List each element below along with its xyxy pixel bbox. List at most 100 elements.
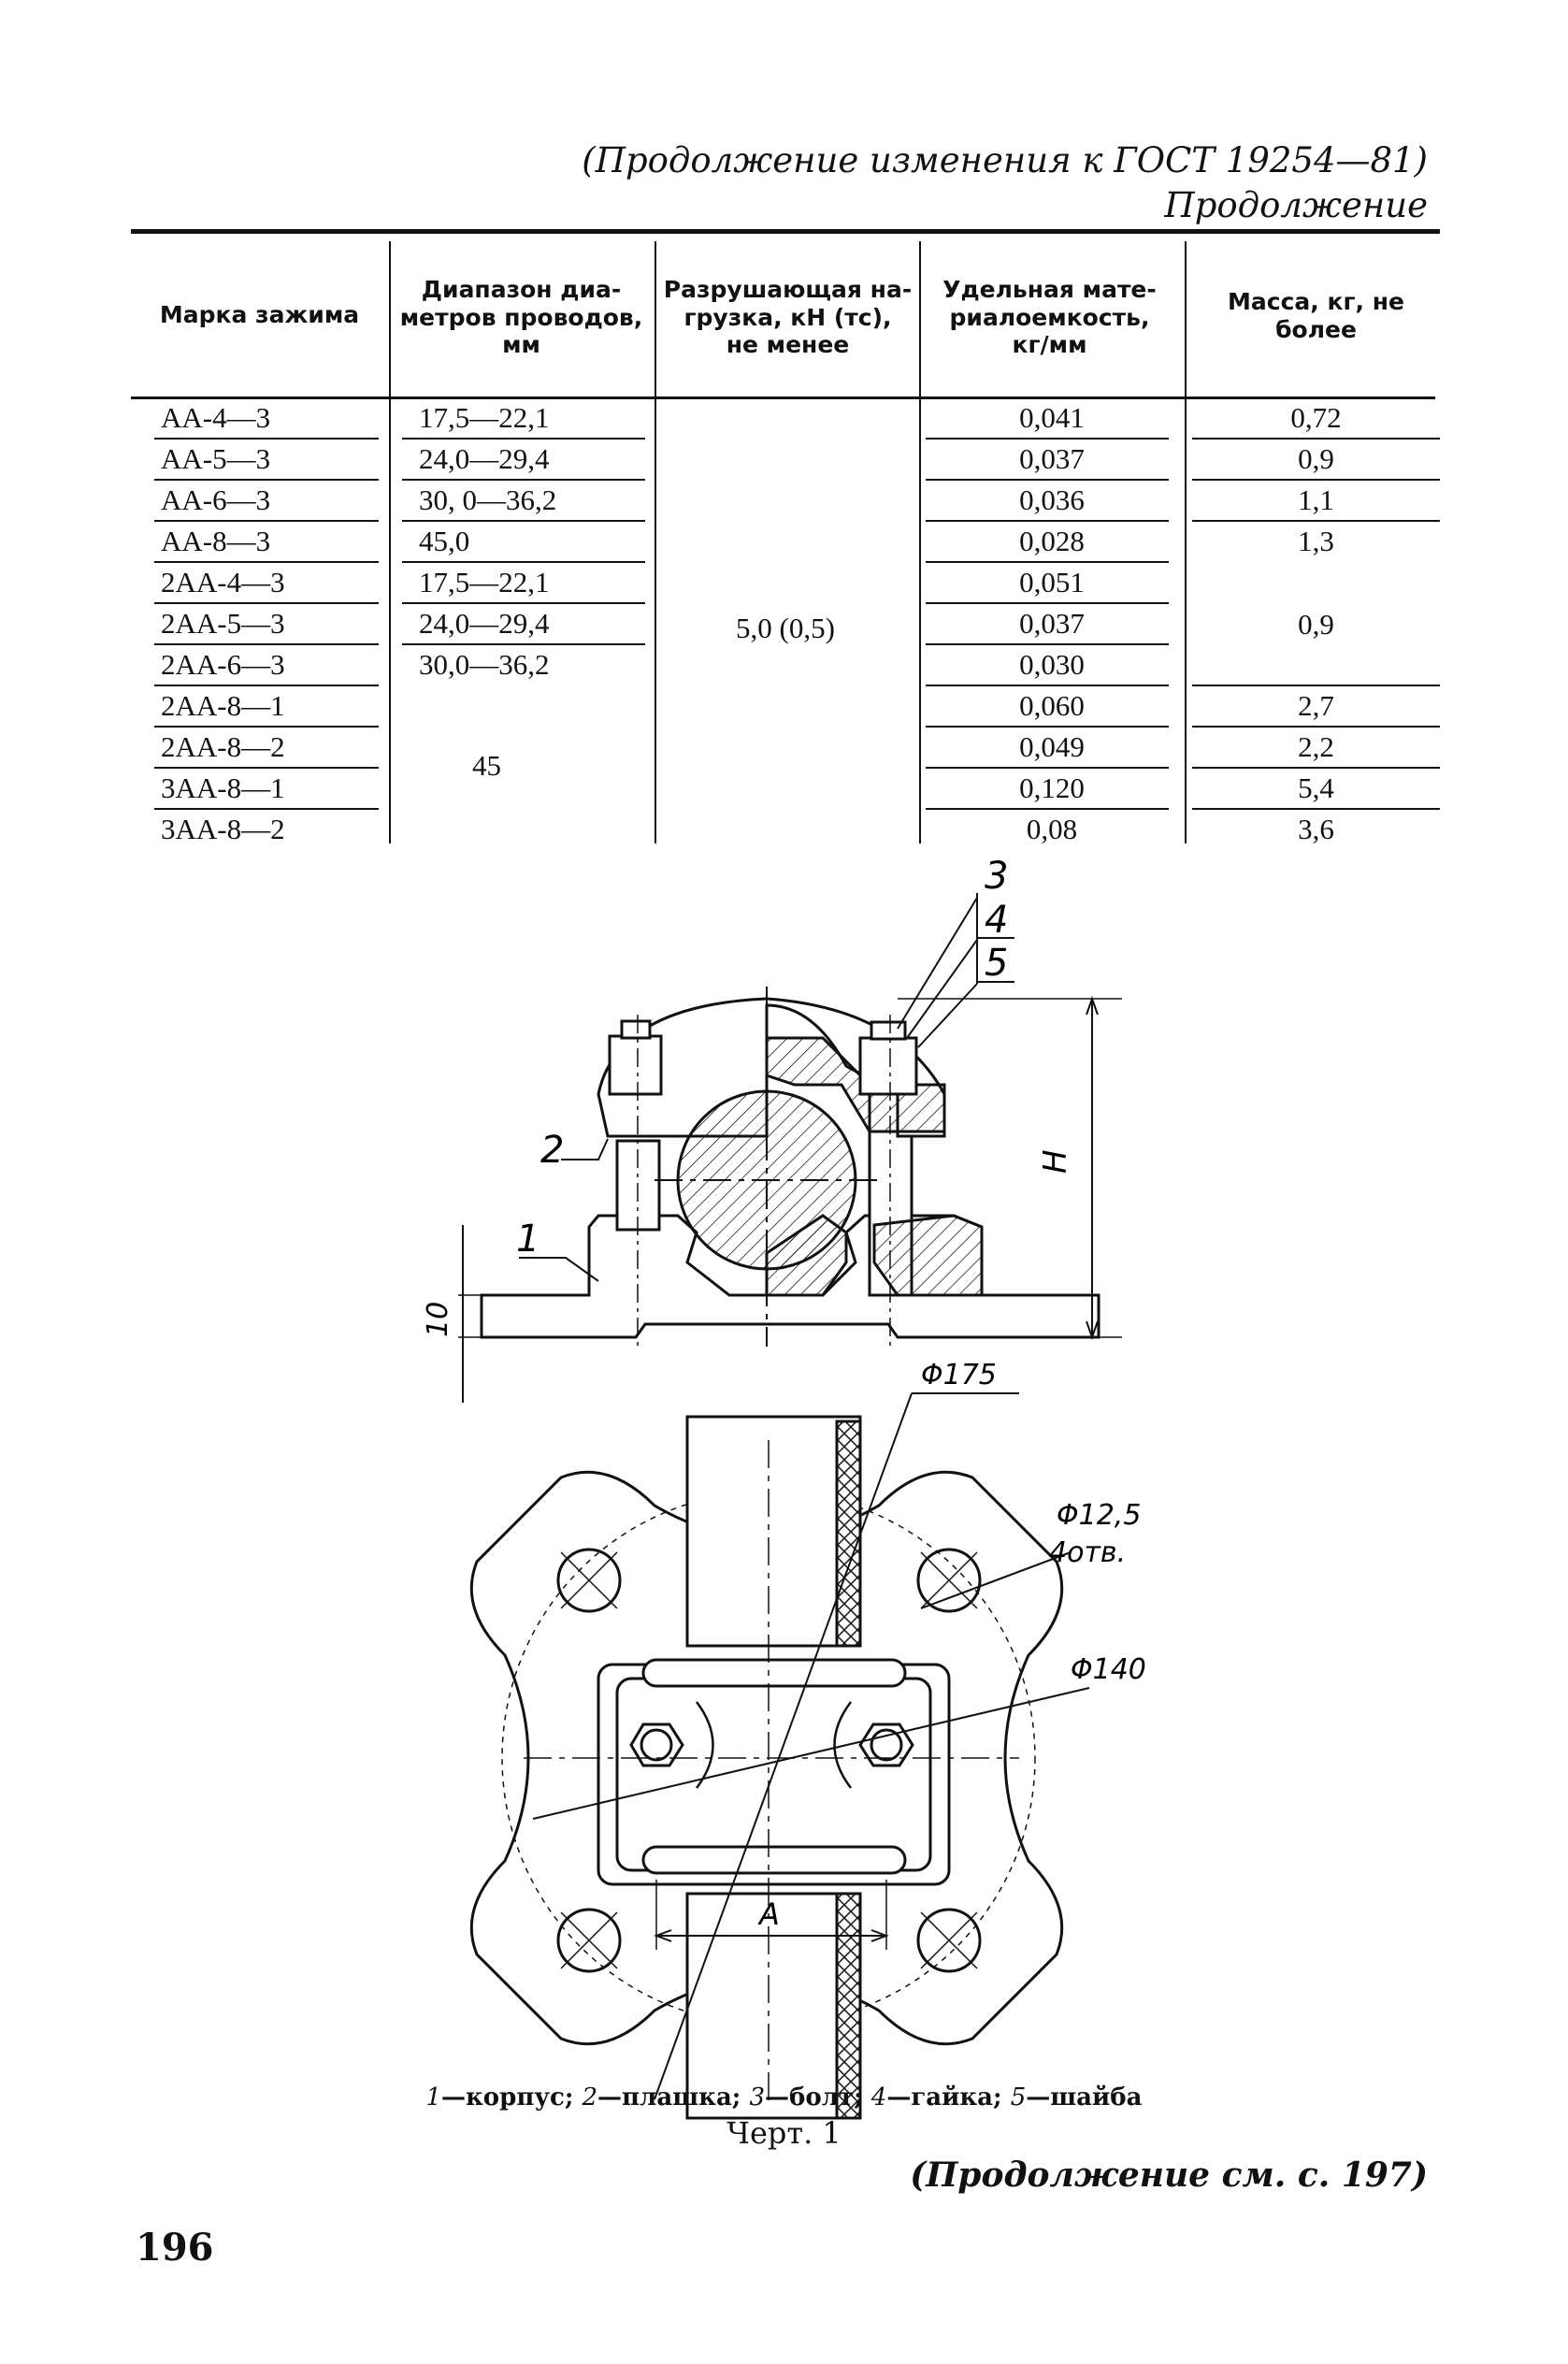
continuation-label: Продолжение (1164, 185, 1428, 225)
figure-legend: 1—корпус; 2—плашка; 3—болт; 4—гайка; 5—ш… (0, 2083, 1568, 2112)
header-divider (1185, 241, 1187, 398)
legend-text: —шайба (1026, 2083, 1143, 2112)
cell-diameter-range: 30,0—36,2 (419, 648, 550, 681)
row-rule-mass (1192, 726, 1440, 728)
row-rule-mark (154, 685, 379, 686)
legend-index: 4 (870, 2083, 887, 2112)
legend-index: 1 (425, 2083, 442, 2112)
merged-breaking-load: 5,0 (0,5) (736, 612, 835, 644)
cell-material-intensity: 0,028 (1019, 525, 1085, 557)
row-rule-material (926, 643, 1169, 645)
cell-mass: 0,72 (1290, 401, 1342, 434)
continuation-title: (Продолжение изменения к ГОСТ 19254—81) (582, 140, 1428, 180)
row-rule-mass (1192, 808, 1440, 810)
body-divider (919, 396, 921, 843)
row-rule-material (926, 767, 1169, 769)
cell-mark: АА-4—3 (161, 401, 271, 434)
row-rule-material (926, 438, 1169, 440)
row-rule-mark (154, 808, 379, 810)
header-divider (655, 241, 656, 398)
column-header-material-intensity: Удельная мате- риалоемкость, кг/мм (942, 276, 1157, 358)
cell-material-intensity: 0,037 (1019, 607, 1085, 640)
row-rule-material (926, 602, 1169, 604)
cell-material-intensity: 0,060 (1019, 689, 1085, 722)
footer-continuation: (Продолжение см. с. 197) (910, 2155, 1428, 2195)
callout-part4: 4 (985, 899, 1008, 942)
merged-range-45: 45 (472, 749, 501, 782)
body-divider (655, 396, 656, 843)
callout-part5: 5 (985, 942, 1008, 985)
dimension-height-label: H (1037, 1149, 1074, 1174)
row-rule-mass (1192, 479, 1440, 481)
cell-mass: 3,6 (1298, 813, 1334, 845)
plan-view (469, 1392, 1090, 2120)
cell-diameter-range: 30, 0—36,2 (419, 483, 557, 516)
cell-mass: 1,3 (1298, 525, 1334, 557)
row-rule-mark (154, 479, 379, 481)
cell-mark: 3АА-8—1 (161, 771, 285, 804)
figure-caption: Черт. 1 (726, 2115, 842, 2151)
merged-mass-rows-5-7: 0,9 (1298, 608, 1334, 641)
callout-diameter-outer: Φ175 (921, 1359, 997, 1391)
cell-mark: 2АА-4—3 (161, 566, 285, 598)
callout-diameter-bolt-circle: Φ140 (1071, 1653, 1146, 1686)
row-rule-material (926, 808, 1169, 810)
row-rule-mark (154, 561, 379, 563)
body-divider (1185, 396, 1187, 843)
cell-material-intensity: 0,120 (1019, 771, 1085, 804)
column-header-mark: Марка зажима (159, 301, 360, 328)
callout-diameter-hole: Φ12,5 (1057, 1499, 1141, 1532)
row-rule-mass (1192, 767, 1440, 769)
row-rule-range (402, 520, 645, 522)
row-rule-range (402, 602, 645, 604)
callout-part1: 1 (516, 1218, 539, 1261)
dimension-base-label: 10 (422, 1302, 454, 1337)
row-rule-mass (1192, 520, 1440, 522)
row-rule-mark (154, 643, 379, 645)
callout-holes-count: 4отв. (1049, 1536, 1126, 1569)
legend-index: 3 (749, 2083, 766, 2112)
row-rule-range (402, 643, 645, 645)
cell-diameter-range: 24,0—29,4 (419, 442, 550, 475)
column-header-breaking-load: Разрушающая на- грузка, кН (тс), не мене… (663, 276, 913, 358)
legend-text: —корпус; (441, 2083, 583, 2112)
row-rule-mass (1192, 438, 1440, 440)
cell-diameter-range: 17,5—22,1 (419, 401, 550, 434)
cell-diameter-range: 17,5—22,1 (419, 566, 550, 598)
data-table: Марка зажима Диапазон диа- метров провод… (0, 0, 1568, 860)
row-rule-range (402, 438, 645, 440)
row-rule-range (402, 479, 645, 481)
row-rule-material (926, 561, 1169, 563)
body-divider (389, 396, 391, 843)
legend-index: 5 (1010, 2083, 1027, 2112)
cell-mark: 2АА-8—2 (161, 730, 285, 763)
cell-diameter-range: 24,0—29,4 (419, 607, 550, 640)
cell-mark: АА-6—3 (161, 483, 271, 516)
side-view (458, 893, 1122, 1403)
row-rule-mark (154, 438, 379, 440)
row-rule-mark (154, 602, 379, 604)
page-number: 196 (136, 2226, 214, 2270)
cell-material-intensity: 0,08 (1026, 813, 1078, 845)
row-rule-mark (154, 520, 379, 522)
legend-text: —болт; (765, 2083, 871, 2112)
cell-material-intensity: 0,030 (1019, 648, 1085, 681)
row-rule-material (926, 685, 1169, 686)
legend-text: —плашка; (597, 2083, 750, 2112)
row-rule-mark (154, 726, 379, 728)
cell-mark: АА-5—3 (161, 442, 271, 475)
cell-mark: 3АА-8—2 (161, 813, 285, 845)
cell-material-intensity: 0,037 (1019, 442, 1085, 475)
cell-mark: 2АА-6—3 (161, 648, 285, 681)
header-divider (919, 241, 921, 398)
row-rule-mark (154, 767, 379, 769)
column-header-mass: Масса, кг, не более (1228, 288, 1404, 343)
cell-mark: 2АА-5—3 (161, 607, 285, 640)
cell-material-intensity: 0,051 (1019, 566, 1085, 598)
row-rule-material (926, 520, 1169, 522)
cell-mass: 5,4 (1298, 771, 1334, 804)
table-top-rule (131, 229, 1440, 234)
cell-mass: 1,1 (1298, 483, 1334, 516)
cell-mass: 0,9 (1298, 442, 1334, 475)
